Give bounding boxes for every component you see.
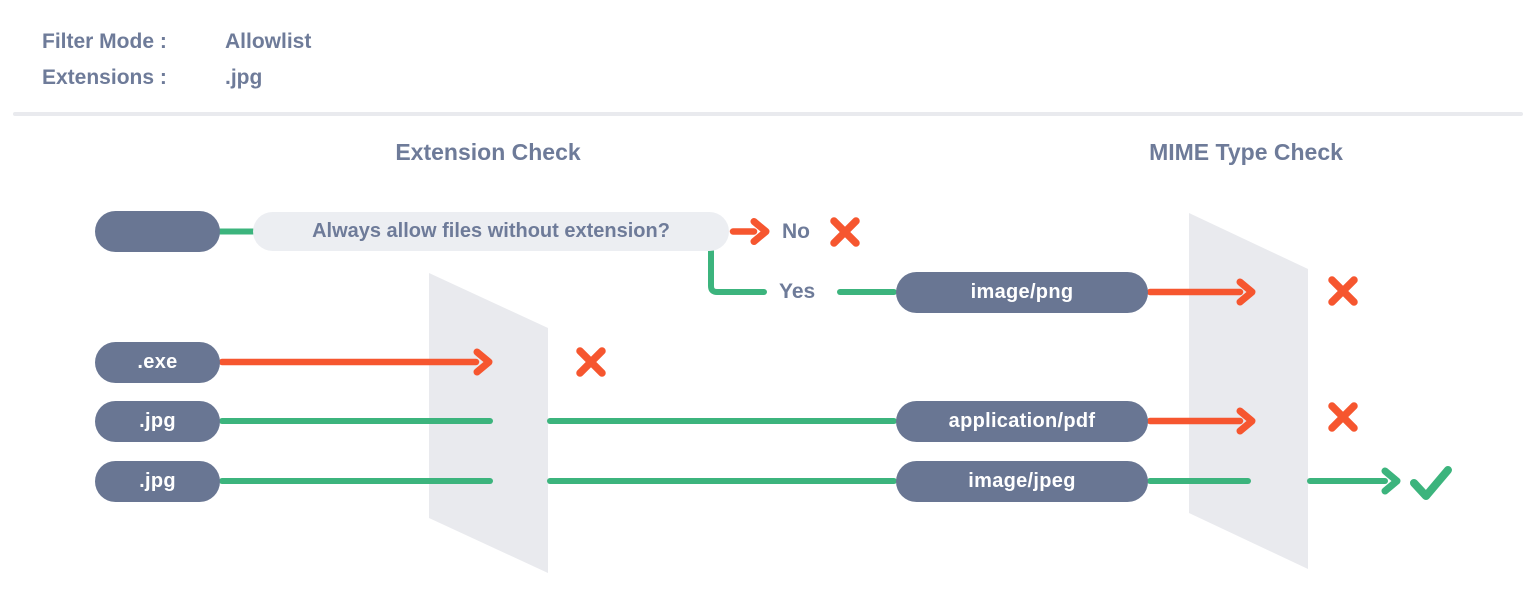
x-icon-pdf [1328,402,1358,432]
x-icon-png [1328,276,1358,306]
arrow-png-to-gate-head [1236,278,1256,306]
arrow-exe-to-gate-head [473,348,493,376]
extension-check-title: Extension Check [395,139,581,165]
pill-jpg-1: .jpg [95,401,220,442]
arrow-question-to-no-head [750,218,770,245]
pill-exe: .exe [95,342,220,383]
arrow-jpeg-out-head [1381,467,1401,495]
connector-question-to-yes-elbow [708,248,767,295]
pill-no-extension [95,211,220,252]
question-text: Always allow files without extension? [312,220,670,242]
filter-mode-label: Filter Mode : [42,30,167,53]
mime-check-gate [1189,213,1308,569]
arrow-pdf-to-gate-head [1236,407,1256,435]
mime-type-check-title: MIME Type Check [1149,139,1343,165]
x-icon-exe [576,347,606,377]
extensions-value: .jpg [225,66,263,89]
filter-mode-value: Allowlist [225,30,312,53]
pill-application-pdf: application/pdf [896,401,1148,442]
pill-jpg-2: .jpg [95,461,220,502]
pill-image-jpeg: image/jpeg [896,461,1148,502]
x-icon-no [830,217,860,247]
check-icon-jpeg [1410,466,1452,500]
no-label: No [782,220,810,243]
extensions-label: Extensions : [42,66,167,89]
header-divider [13,112,1523,116]
question-bubble: Always allow files without extension? [253,212,729,251]
yes-label: Yes [779,280,816,303]
pill-image-png: image/png [896,272,1148,313]
